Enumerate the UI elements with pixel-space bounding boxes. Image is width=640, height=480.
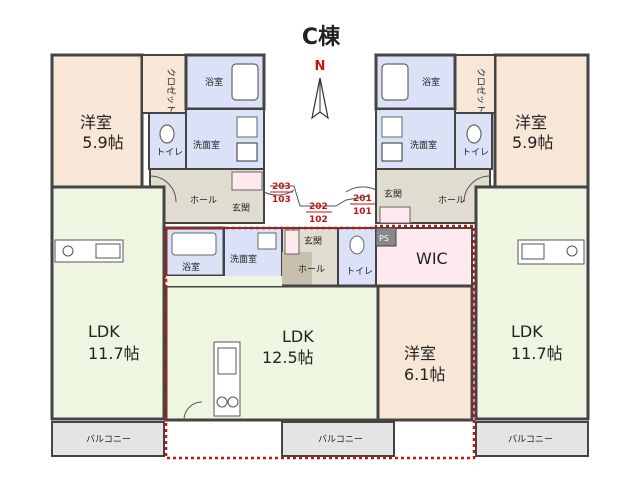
washer-left-icon <box>236 142 258 162</box>
hall-right-label: ホール <box>438 195 465 206</box>
unit-no-202: 202 <box>309 202 328 212</box>
shoe-box-right <box>379 206 411 224</box>
bathtub-left-icon <box>231 63 259 101</box>
stove-center-icon-1 <box>216 396 228 408</box>
ldk-right-size: 11.7帖 <box>511 344 563 363</box>
entry-floor-center <box>282 252 312 286</box>
balcony-right <box>475 421 589 457</box>
shoe-box-left <box>231 171 263 191</box>
western-left-size: 5.9帖 <box>82 133 123 152</box>
western-center-size: 6.1帖 <box>404 365 445 384</box>
western-room-center <box>376 284 474 422</box>
entry-door-right-icon <box>345 186 377 193</box>
ldk-center-size: 12.5帖 <box>262 348 314 367</box>
western-room-left <box>50 53 144 189</box>
stove-center-icon-2 <box>227 396 239 408</box>
ldk-left-size: 11.7帖 <box>88 344 140 363</box>
stove-left-icon <box>95 243 121 259</box>
toilet-right-label: トイレ <box>462 148 489 158</box>
unit-no-201: 201 <box>353 194 372 204</box>
toilet-left-label: トイレ <box>156 148 183 158</box>
ldk-right-name: LDK <box>511 322 543 341</box>
toilet-right-icon <box>466 124 482 144</box>
wic-label: WIC <box>416 249 448 268</box>
toilet-center-icon <box>349 235 365 255</box>
kitchen-counter-left <box>54 239 124 263</box>
ldk-right <box>474 185 590 421</box>
door-swing-right-icon <box>463 175 491 203</box>
corridor-line <box>270 185 371 207</box>
closet-left <box>141 54 187 114</box>
western-left-name: 洋室 <box>80 113 112 132</box>
entry-door-left-icon <box>263 189 295 196</box>
entrance-left-label: 玄関 <box>232 202 250 214</box>
balcony-center <box>281 421 395 457</box>
ps-label-overlay: PS <box>379 234 389 243</box>
north-arrow-icon <box>311 77 329 120</box>
bathtub-center-icon <box>171 232 217 256</box>
bath-right-label: 浴室 <box>422 76 440 88</box>
sink-right-icon <box>381 116 403 138</box>
unit-no-103: 103 <box>272 195 291 205</box>
shoe-box-center <box>284 229 300 255</box>
balcony-right-label: バルコニー <box>508 434 553 445</box>
sink-left-icon <box>236 116 258 138</box>
bath-left-label: 浴室 <box>205 76 223 88</box>
ldk-left-name: LDK <box>88 322 120 341</box>
bath-center-label: 浴室 <box>182 261 200 273</box>
door-swing-left-icon <box>149 175 177 203</box>
balcony-left-label: バルコニー <box>86 434 131 445</box>
closet-right-label: クロゼット <box>475 68 487 113</box>
stove-right-icon <box>521 243 545 260</box>
toilet-left-icon <box>159 124 175 144</box>
washroom-center-label: 洗面室 <box>230 253 257 265</box>
balcony-center-label: バルコニー <box>318 434 363 445</box>
unit-no-101: 101 <box>353 207 372 217</box>
ldk-center-name: LDK <box>282 327 314 346</box>
western-right-name: 洋室 <box>515 113 547 132</box>
hall-left-label: ホール <box>190 195 217 206</box>
sink-center-icon <box>257 232 277 250</box>
closet-right <box>454 54 496 114</box>
unit-no-102: 102 <box>309 215 328 225</box>
ldk-center <box>164 284 380 422</box>
building-title: C棟 <box>302 24 341 50</box>
north-label: N <box>315 59 326 74</box>
bathtub-right-icon <box>381 63 409 101</box>
washroom-right-label: 洗面室 <box>410 139 437 151</box>
balcony-left <box>51 421 165 457</box>
unit-outline-center <box>164 224 476 460</box>
entrance-center-label: 玄関 <box>304 235 322 247</box>
western-right-size: 5.9帖 <box>512 133 553 152</box>
western-center-name: 洋室 <box>404 344 436 363</box>
sink-bowl-right-icon <box>566 245 578 257</box>
closet-left-label: クロゼット <box>165 68 177 113</box>
washer-right-icon <box>381 142 403 162</box>
entrance-right-label: 玄関 <box>384 188 402 200</box>
door-swing-center-icon <box>183 401 203 421</box>
hall-center-label: ホール <box>298 264 325 275</box>
sink-bowl-left-icon <box>62 245 74 257</box>
sink-center-counter-icon <box>217 347 237 375</box>
ldk-left <box>50 185 166 421</box>
toilet-center-label: トイレ <box>346 267 373 277</box>
washroom-left-label: 洗面室 <box>193 139 220 151</box>
unit-no-203: 203 <box>272 182 291 192</box>
hall-left <box>149 168 265 224</box>
